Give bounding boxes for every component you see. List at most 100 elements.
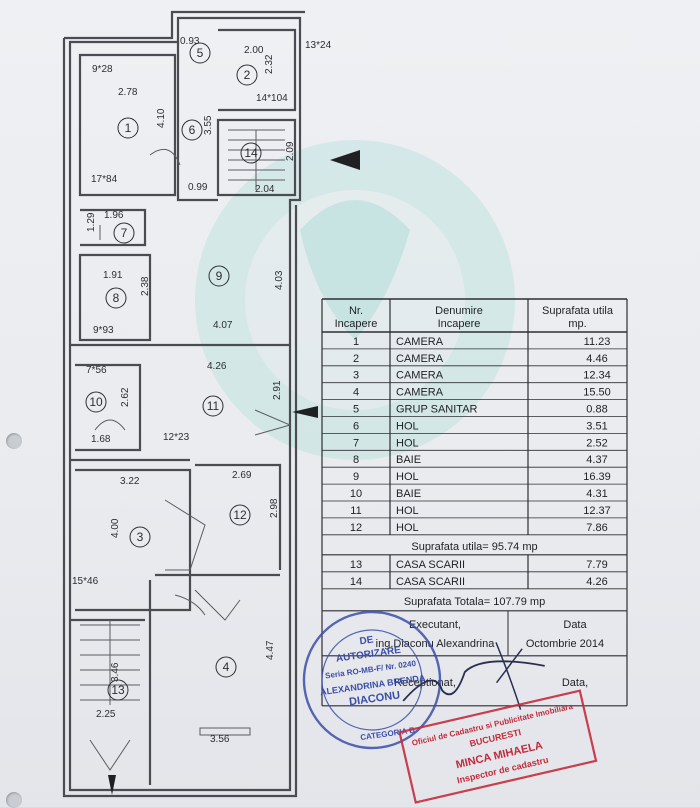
room-marker-circle xyxy=(181,119,203,141)
table-cell-text: Suprafata Totala= 107.79 mp xyxy=(404,596,545,608)
table-cell-text: 4.46 xyxy=(586,353,607,365)
dimension-label: 13*24 xyxy=(305,40,332,51)
room-marker-circle xyxy=(215,656,237,678)
dimension-label: 14*104 xyxy=(256,93,288,104)
dimension-label: 15*46 xyxy=(72,576,99,587)
table-cell-text: 15.50 xyxy=(583,387,611,399)
interior-walls xyxy=(70,28,297,785)
table-cell-text: Executant, xyxy=(409,619,461,631)
table-cell-text: BAIE xyxy=(396,454,421,466)
dimension-label: 1.91 xyxy=(103,270,123,281)
table-cell-text: 12.37 xyxy=(583,505,611,517)
room-marker-circle xyxy=(189,42,211,64)
room-marker-circle xyxy=(129,526,151,548)
dimension-label: 4.07 xyxy=(213,320,233,331)
table-cell-text: GRUP SANITAR xyxy=(396,404,478,416)
dimension-label: 2.78 xyxy=(118,87,138,98)
table-cell-text: 4.37 xyxy=(586,454,607,466)
room-marker-circle xyxy=(236,64,258,86)
dimension-label: 7*56 xyxy=(86,365,107,376)
watermark-logo xyxy=(195,140,515,460)
dimension-label: 2.62 xyxy=(120,387,131,407)
dimension-label: 2.38 xyxy=(140,276,151,296)
room-marker-circle xyxy=(240,142,262,164)
room-marker-label: 5 xyxy=(197,46,204,60)
punch-hole xyxy=(6,433,22,449)
dimension-label: 1.68 xyxy=(91,434,111,445)
dimension-label: 2.98 xyxy=(269,498,280,518)
room-marker-label: 9 xyxy=(216,269,223,283)
stair-13 xyxy=(80,620,140,771)
dimension-label: 12*23 xyxy=(163,432,190,443)
table-header-nr-2: Incapere xyxy=(335,318,378,330)
room-marker-label: 14 xyxy=(244,146,258,160)
dimension-label: 1.29 xyxy=(86,212,97,232)
table-cell-text: HOL xyxy=(396,437,419,449)
table-cell-text: 4.26 xyxy=(586,576,607,588)
table-cell-text: Suprafata utila= 95.74 mp xyxy=(411,541,537,553)
punch-hole xyxy=(6,792,22,808)
table-cell-text: ing.Diaconu Alexandrina xyxy=(376,638,496,650)
dimension-label: 2.32 xyxy=(264,54,275,74)
entrance-arrow-middle xyxy=(292,406,318,418)
table-cell-text: 7.79 xyxy=(586,559,607,571)
table-cell-text: 3.51 xyxy=(586,420,607,432)
table-cell-text: CASA SCARII xyxy=(396,559,465,571)
table-cell-text: 1 xyxy=(353,336,359,348)
dimension-label: 9*28 xyxy=(92,64,113,75)
room-marker-circle xyxy=(229,504,251,526)
table-cell-text: 10 xyxy=(350,488,362,500)
stamp-blue-line-0: DE xyxy=(359,634,375,647)
door-swings xyxy=(94,148,292,736)
dimension-label: 4.26 xyxy=(207,361,227,372)
entrance-arrow-top xyxy=(330,150,360,170)
dimension-label: 4.10 xyxy=(156,108,167,128)
table-cell-text: 16.39 xyxy=(583,471,611,483)
room-marker-circle xyxy=(208,265,230,287)
room-marker-label: 11 xyxy=(207,399,220,413)
room-marker-circle xyxy=(105,287,127,309)
table-cell-text: HOL xyxy=(396,420,419,432)
table-cell-text: 3 xyxy=(353,370,359,382)
table-cell-text: CASA SCARII xyxy=(396,576,465,588)
table-cell-text: 11 xyxy=(350,505,361,517)
table-cell-text: 13 xyxy=(350,559,362,571)
dimension-label: 3.46 xyxy=(110,662,121,682)
dimension-label: 4.03 xyxy=(274,270,285,290)
table-cell-text: HOL xyxy=(396,471,419,483)
dimension-label: 2.69 xyxy=(232,470,252,481)
signature-scribble-2 xyxy=(495,642,523,710)
dimension-label: 2.25 xyxy=(96,709,116,720)
table-cell-text: 8 xyxy=(353,454,359,466)
dimension-label: 3.55 xyxy=(203,115,214,135)
signature-scribble xyxy=(402,660,545,702)
table-cell-text: 0.88 xyxy=(586,404,607,416)
red-cadastre-stamp: Oficiul de Cadastru si Publicitate Imobi… xyxy=(398,689,598,804)
dimension-label: 17*84 xyxy=(91,174,118,185)
table-cell-text: CAMERA xyxy=(396,387,444,399)
table-cell-text: 6 xyxy=(353,420,359,432)
room-marker-label: 13 xyxy=(111,683,125,697)
entrance-arrow-bottom xyxy=(108,775,116,795)
dimension-label: 2.91 xyxy=(272,380,283,400)
room-marker-label: 7 xyxy=(121,226,128,240)
room-marker-circle xyxy=(107,679,129,701)
table-cell-text: 14 xyxy=(350,576,362,588)
table-header-suprafata: Suprafata utila xyxy=(542,305,614,317)
dimension-label: 3.22 xyxy=(120,476,140,487)
dimension-label: 0.93 xyxy=(180,36,200,47)
dimension-label: 4.00 xyxy=(110,518,121,538)
table-header-nr: Nr. xyxy=(349,305,363,317)
dimension-label: 2.09 xyxy=(285,141,296,161)
room-marker-circle xyxy=(113,222,135,244)
room-marker-label: 1 xyxy=(125,121,132,135)
table-cell-text: 5 xyxy=(353,404,359,416)
dimension-label: 4.47 xyxy=(265,640,276,660)
table-cell-text: CAMERA xyxy=(396,353,444,365)
table-cell-text: 4 xyxy=(353,387,359,399)
dimension-label: 9*93 xyxy=(93,325,114,336)
dimension-label: 0.99 xyxy=(188,182,208,193)
